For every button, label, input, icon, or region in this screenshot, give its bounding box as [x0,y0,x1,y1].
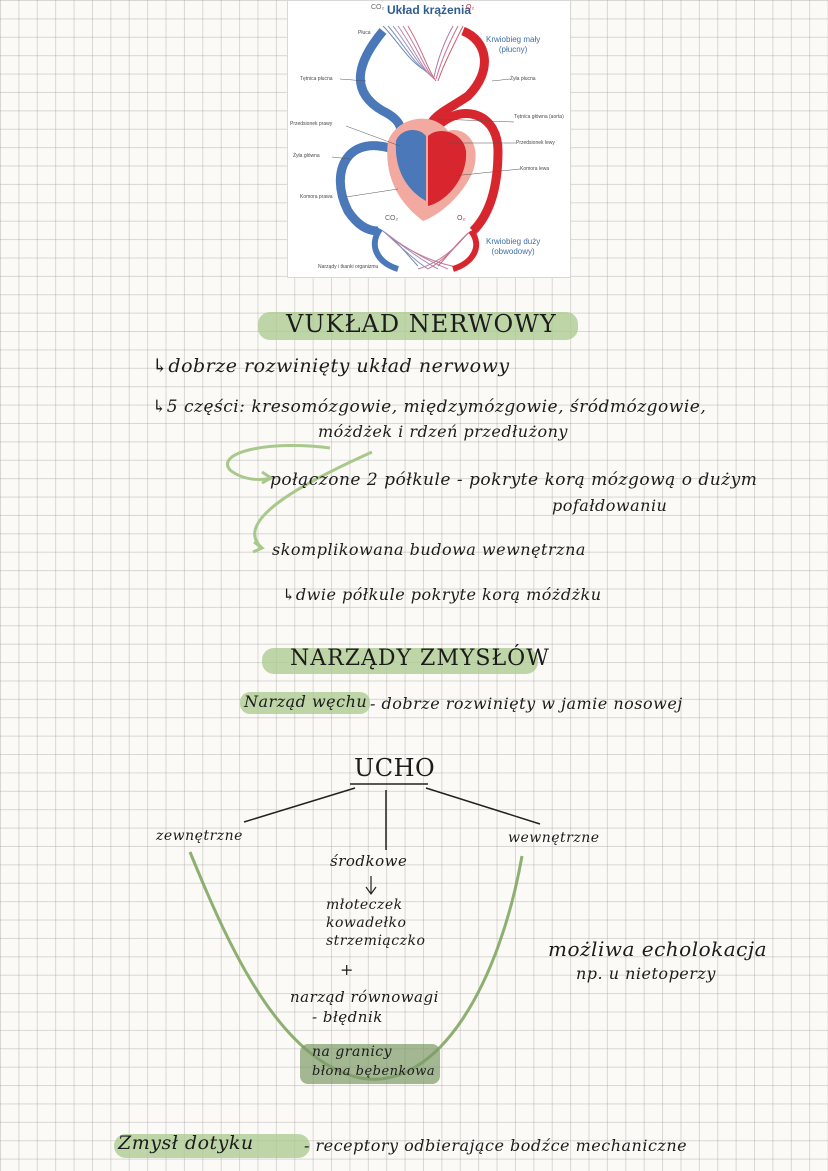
ear-bones-list: młoteczek kowadełko strzemiączko [326,896,425,950]
small-circuit-line2: (płucny) [498,45,528,54]
outer-ear-label: zewnętrzne [156,828,243,844]
labyrinth: - błędnik [312,1008,383,1026]
balance-organ: narząd równowagi [290,988,439,1006]
note-line-2a: ↳5 części: kresomózgowie, międzymózgowie… [152,397,707,417]
vena-cava-vessel [335,141,400,236]
smell-term: Narząd węchu [244,692,368,711]
label-right-atrium: Przedsionek prawy [290,121,333,127]
label-pulmonary-vein: Żyła płucna [510,76,536,82]
eardrum-highlight [300,1044,440,1084]
inner-ear-label: wewnętrzne [508,830,600,846]
plus-sign: + [340,960,354,979]
note-line-4: skomplikowana budowa wewnętrzna [272,540,586,559]
touch-highlight [114,1134,310,1158]
note-line-5: ↳dwie półkule pokryte korą móżdżku [282,585,602,604]
label-vena-cava: Żyła główna [293,153,320,159]
label-left-ventricle: Komora lewa [520,166,550,172]
heading-highlight-senses [262,648,538,674]
pulmonary-artery-vessel [355,28,406,144]
o2-top-label: O₂ [466,4,475,11]
label-aorta: Tętnica główna (aorta) [514,114,564,120]
body-capillaries [379,228,472,270]
heading-highlight [258,312,578,340]
middle-ear-label: środkowe [330,852,408,870]
section-heading-senses: NARZĄDY ZMYSŁÓW [290,646,550,671]
heart-left-side [428,131,467,206]
label-lungs: Płuca [358,30,371,36]
echolocation-example: np. u nietoperzy [576,964,716,983]
aorta-vessel [429,109,503,235]
touch-term: Zmysł dotyku [118,1132,254,1154]
lung-capillaries [382,25,464,82]
ear-heading: UCHO [354,754,436,782]
note-line-3a: połączone 2 półkule - pokryte korą mózgo… [270,470,758,490]
heart-right-side [395,129,426,201]
smell-description: - dobrze rozwinięty w jamie nosowej [370,694,683,713]
bone-stirrup: strzemiączko [326,933,426,949]
note-line-2b: móżdżek i rdzeń przedłużony [318,422,568,441]
note-line-1: ↳dobrze rozwinięty układ nerwowy [152,355,510,377]
circulation-diagram [331,25,521,272]
smell-highlight [240,692,370,714]
section-heading-nervous: VUKŁAD NERWOWY [286,310,557,338]
label-left-atrium: Przedsionek lewy [516,140,555,146]
bone-anvil: kowadełko [326,915,407,931]
big-circuit-label: Krwiobieg duży (obwodowy) [486,237,540,257]
note-line-3b: pofałdowaniu [552,496,668,515]
label-organs: Narządy i tkanki organizmu [318,264,379,270]
label-right-ventricle: Komora prawa [300,194,333,200]
label-pulmonary-artery: Tętnica płucna [300,76,333,82]
co2-top-label: CO₂ [371,4,385,11]
o2-bottom-label: O₂ [457,215,466,222]
border-label: na granicy [312,1044,393,1060]
figure-title: Układ krążenia [386,3,472,17]
bone-hammer: młoteczek [326,897,403,913]
small-circuit-label: Krwiobieg mały (płucny) [486,35,540,55]
big-circuit-line2: (obwodowy) [491,247,535,256]
small-circuit-line1: Krwiobieg mały [486,35,541,44]
echolocation-note: możliwa echolokacja [548,937,768,961]
circulatory-system-figure: Układ krążenia [287,0,571,278]
co2-bottom-label: CO₂ [385,215,399,222]
eardrum-label: błona bębenkowa [312,1064,436,1079]
big-circuit-line1: Krwiobieg duży [486,237,541,246]
touch-description: - receptory odbierające bodźce mechanicz… [304,1136,688,1155]
